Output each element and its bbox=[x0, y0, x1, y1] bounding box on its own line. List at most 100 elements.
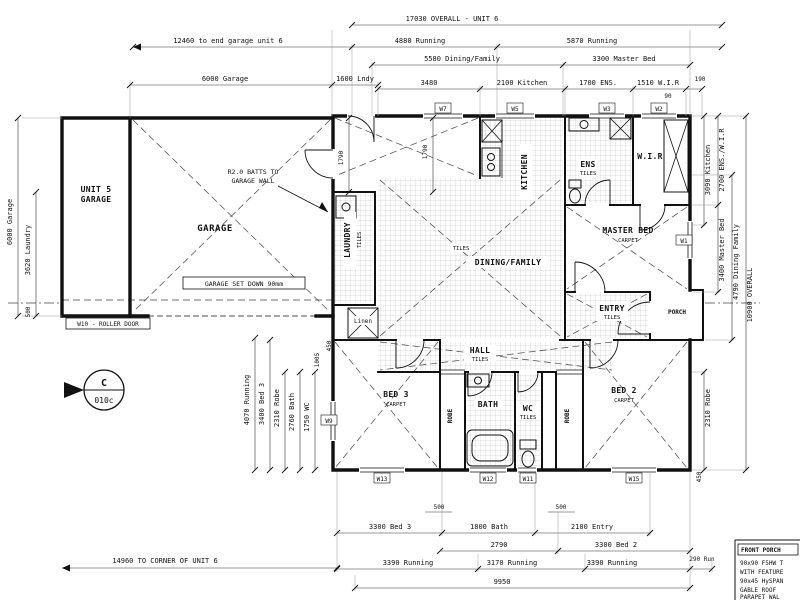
section-arrow-icon bbox=[64, 382, 84, 398]
room-label-master-finish: CARPET bbox=[618, 238, 639, 244]
dim-label: 4790 Dining Family bbox=[732, 224, 740, 300]
title-block: FRONT PORCH 90x90 F5HW T WITH FEATURE 90… bbox=[734, 539, 800, 600]
title-block-line: WITH FEATURE bbox=[740, 569, 784, 576]
fixtures bbox=[335, 117, 689, 468]
dim-label: 500 bbox=[25, 306, 32, 317]
section-marker: C 010c bbox=[64, 369, 125, 411]
dim-label: 4070 Running bbox=[243, 375, 251, 426]
dim-label: 2100 Entry bbox=[571, 523, 613, 531]
room-labels: UNIT 5 GARAGE GARAGE LAUNDRY TILES KITCH… bbox=[81, 144, 686, 423]
title-block-line: 90x45 HySPAN bbox=[740, 578, 784, 585]
room-label-bed2: BED 2 bbox=[611, 386, 637, 395]
room-label-ens-finish: TILES bbox=[580, 171, 597, 177]
dim-label: 3300 Bed 3 bbox=[369, 523, 411, 531]
room-label-unit5-garage: GARAGE bbox=[81, 195, 112, 204]
title-block-line: PARAPET WAL bbox=[740, 594, 780, 600]
right-dimensions: 3090 Kitchen 2700 ENS./W.I.R 3400 Master… bbox=[696, 128, 754, 483]
dim-label: 450 bbox=[696, 471, 703, 482]
interior-walls bbox=[332, 115, 691, 471]
dim-label: 2790 bbox=[491, 541, 508, 549]
section-letter: C bbox=[101, 378, 107, 389]
room-label-bath: BATH bbox=[478, 400, 498, 409]
plan-notes: R2.0 BATTS TO GARAGE WALL GARAGE SET DOW… bbox=[65, 168, 329, 330]
dim-label: 3300 Bed 2 bbox=[595, 541, 637, 549]
dim-label: 450 bbox=[326, 340, 333, 351]
dim-label: 3400 Bed 3 bbox=[258, 383, 266, 425]
note-garage-setdown: GARAGE SET DOWN 90mm bbox=[205, 280, 283, 288]
section-code: 010c bbox=[94, 396, 113, 405]
room-label-kitchen: KITCHEN bbox=[520, 154, 529, 190]
dim-label: 3300 Master Bed bbox=[592, 55, 655, 63]
dim-label: 3390 Running bbox=[383, 559, 434, 567]
dim-label: 2100 Kitchen bbox=[497, 79, 548, 87]
window-tag: W3 bbox=[603, 106, 611, 113]
window-tag: W5 bbox=[511, 106, 519, 113]
title-block-header: FRONT PORCH bbox=[741, 547, 781, 554]
room-label-bed3: BED 3 bbox=[383, 390, 409, 399]
dim-label: 90 bbox=[664, 93, 672, 100]
window-tag: W2 bbox=[655, 106, 663, 113]
dim-label: 14960 TO CORNER OF UNIT 6 bbox=[112, 557, 217, 565]
room-label-bed3-finish: CARPET bbox=[386, 402, 407, 408]
room-label-laundry: LAUNDRY bbox=[343, 222, 352, 258]
room-label-dining-finish: TILES bbox=[453, 246, 470, 252]
room-label-robe-bed2: ROBE bbox=[564, 408, 571, 423]
dim-label: 17030 OVERALL - UNIT 6 bbox=[406, 15, 499, 23]
dim-label: 500 bbox=[556, 504, 567, 511]
room-label-hall: HALL bbox=[470, 346, 490, 355]
dim-arrow bbox=[62, 564, 70, 572]
room-label-garage: GARAGE bbox=[197, 224, 233, 234]
room-label-linen: Linen bbox=[354, 318, 372, 325]
dim-label: 1800 Bath bbox=[470, 523, 508, 531]
note-batts: R2.0 BATTS TO bbox=[228, 168, 279, 176]
window-tags: W7 W5 W3 W2 W1 W9 W13 W12 W11 W15 bbox=[320, 102, 693, 484]
room-label-dining: DINING/FAMILY bbox=[475, 258, 542, 267]
room-label-bed2-finish: CARPET bbox=[614, 398, 635, 404]
top-dimensions: 17030 OVERALL - UNIT 6 12460 to end gara… bbox=[173, 15, 706, 100]
room-label-ens: ENS bbox=[580, 160, 595, 169]
dim-label: 3390 Running bbox=[587, 559, 638, 567]
dim-label: 6000 Garage bbox=[202, 75, 248, 83]
dim-label: 2700 ENS./W.I.R bbox=[718, 128, 726, 192]
dim-label: 1790 bbox=[422, 144, 429, 159]
dim-label: 1750 WC bbox=[303, 402, 311, 432]
note-roller-door: W10 - ROLLER DOOR bbox=[77, 321, 139, 328]
room-label-wc-finish: TILES bbox=[520, 415, 537, 421]
dim-label: 2310 Robe bbox=[704, 389, 712, 427]
dim-label: 1600 Lndy bbox=[336, 75, 374, 83]
dim-label: 3090 Kitchen bbox=[704, 145, 712, 196]
dim-arrow bbox=[133, 43, 141, 51]
room-label-laundry-finish: TILES bbox=[357, 232, 363, 249]
room-label-entry: ENTRY bbox=[599, 304, 625, 313]
room-label-hall-finish: TILES bbox=[472, 357, 489, 363]
room-label-unit5-garage: UNIT 5 bbox=[81, 185, 112, 194]
dim-label: 2760 Bath bbox=[288, 393, 296, 431]
dim-label: 10900 OVERALL bbox=[746, 268, 754, 323]
dim-label: 2310 Robe bbox=[273, 389, 281, 427]
window-tag: W13 bbox=[377, 476, 388, 483]
room-label-master-bed: MASTER BED bbox=[602, 226, 653, 235]
dim-label: 1790 bbox=[338, 150, 345, 165]
dim-label: 1700 ENS. bbox=[579, 79, 617, 87]
dim-label: 5580 Dining/Family bbox=[424, 55, 500, 63]
dim-label: 3170 Running bbox=[487, 559, 538, 567]
note-batts: GARAGE WALL bbox=[231, 177, 274, 185]
room-label-robe-bed3: ROBE bbox=[447, 408, 454, 423]
window-tag: W15 bbox=[629, 476, 640, 483]
room-label-entry-finish: TILES bbox=[604, 315, 621, 321]
dim-label: 9950 bbox=[494, 578, 511, 586]
window-tag: W1 bbox=[680, 238, 688, 245]
bottom-dimensions: 500 500 3300 Bed 3 1800 Bath 2100 Entry … bbox=[112, 504, 715, 586]
inner-dimensions: 1790 1790 450 1005 4070 Running 3400 Bed… bbox=[243, 144, 429, 431]
room-label-wc: WC bbox=[523, 404, 533, 413]
dim-label: 3620 Laundry bbox=[24, 225, 32, 276]
dimension-lines bbox=[14, 21, 750, 592]
title-block-line: GABLE ROOF bbox=[740, 587, 777, 594]
room-label-porch: PORCH bbox=[668, 309, 686, 316]
dim-label: 3480 bbox=[421, 79, 438, 87]
dim-label: 1510 W.I.R bbox=[637, 79, 680, 87]
room-label-wir: W.I.R bbox=[637, 152, 663, 161]
window-tag: W7 bbox=[439, 106, 447, 113]
dim-label: 4880 Running bbox=[395, 37, 446, 45]
